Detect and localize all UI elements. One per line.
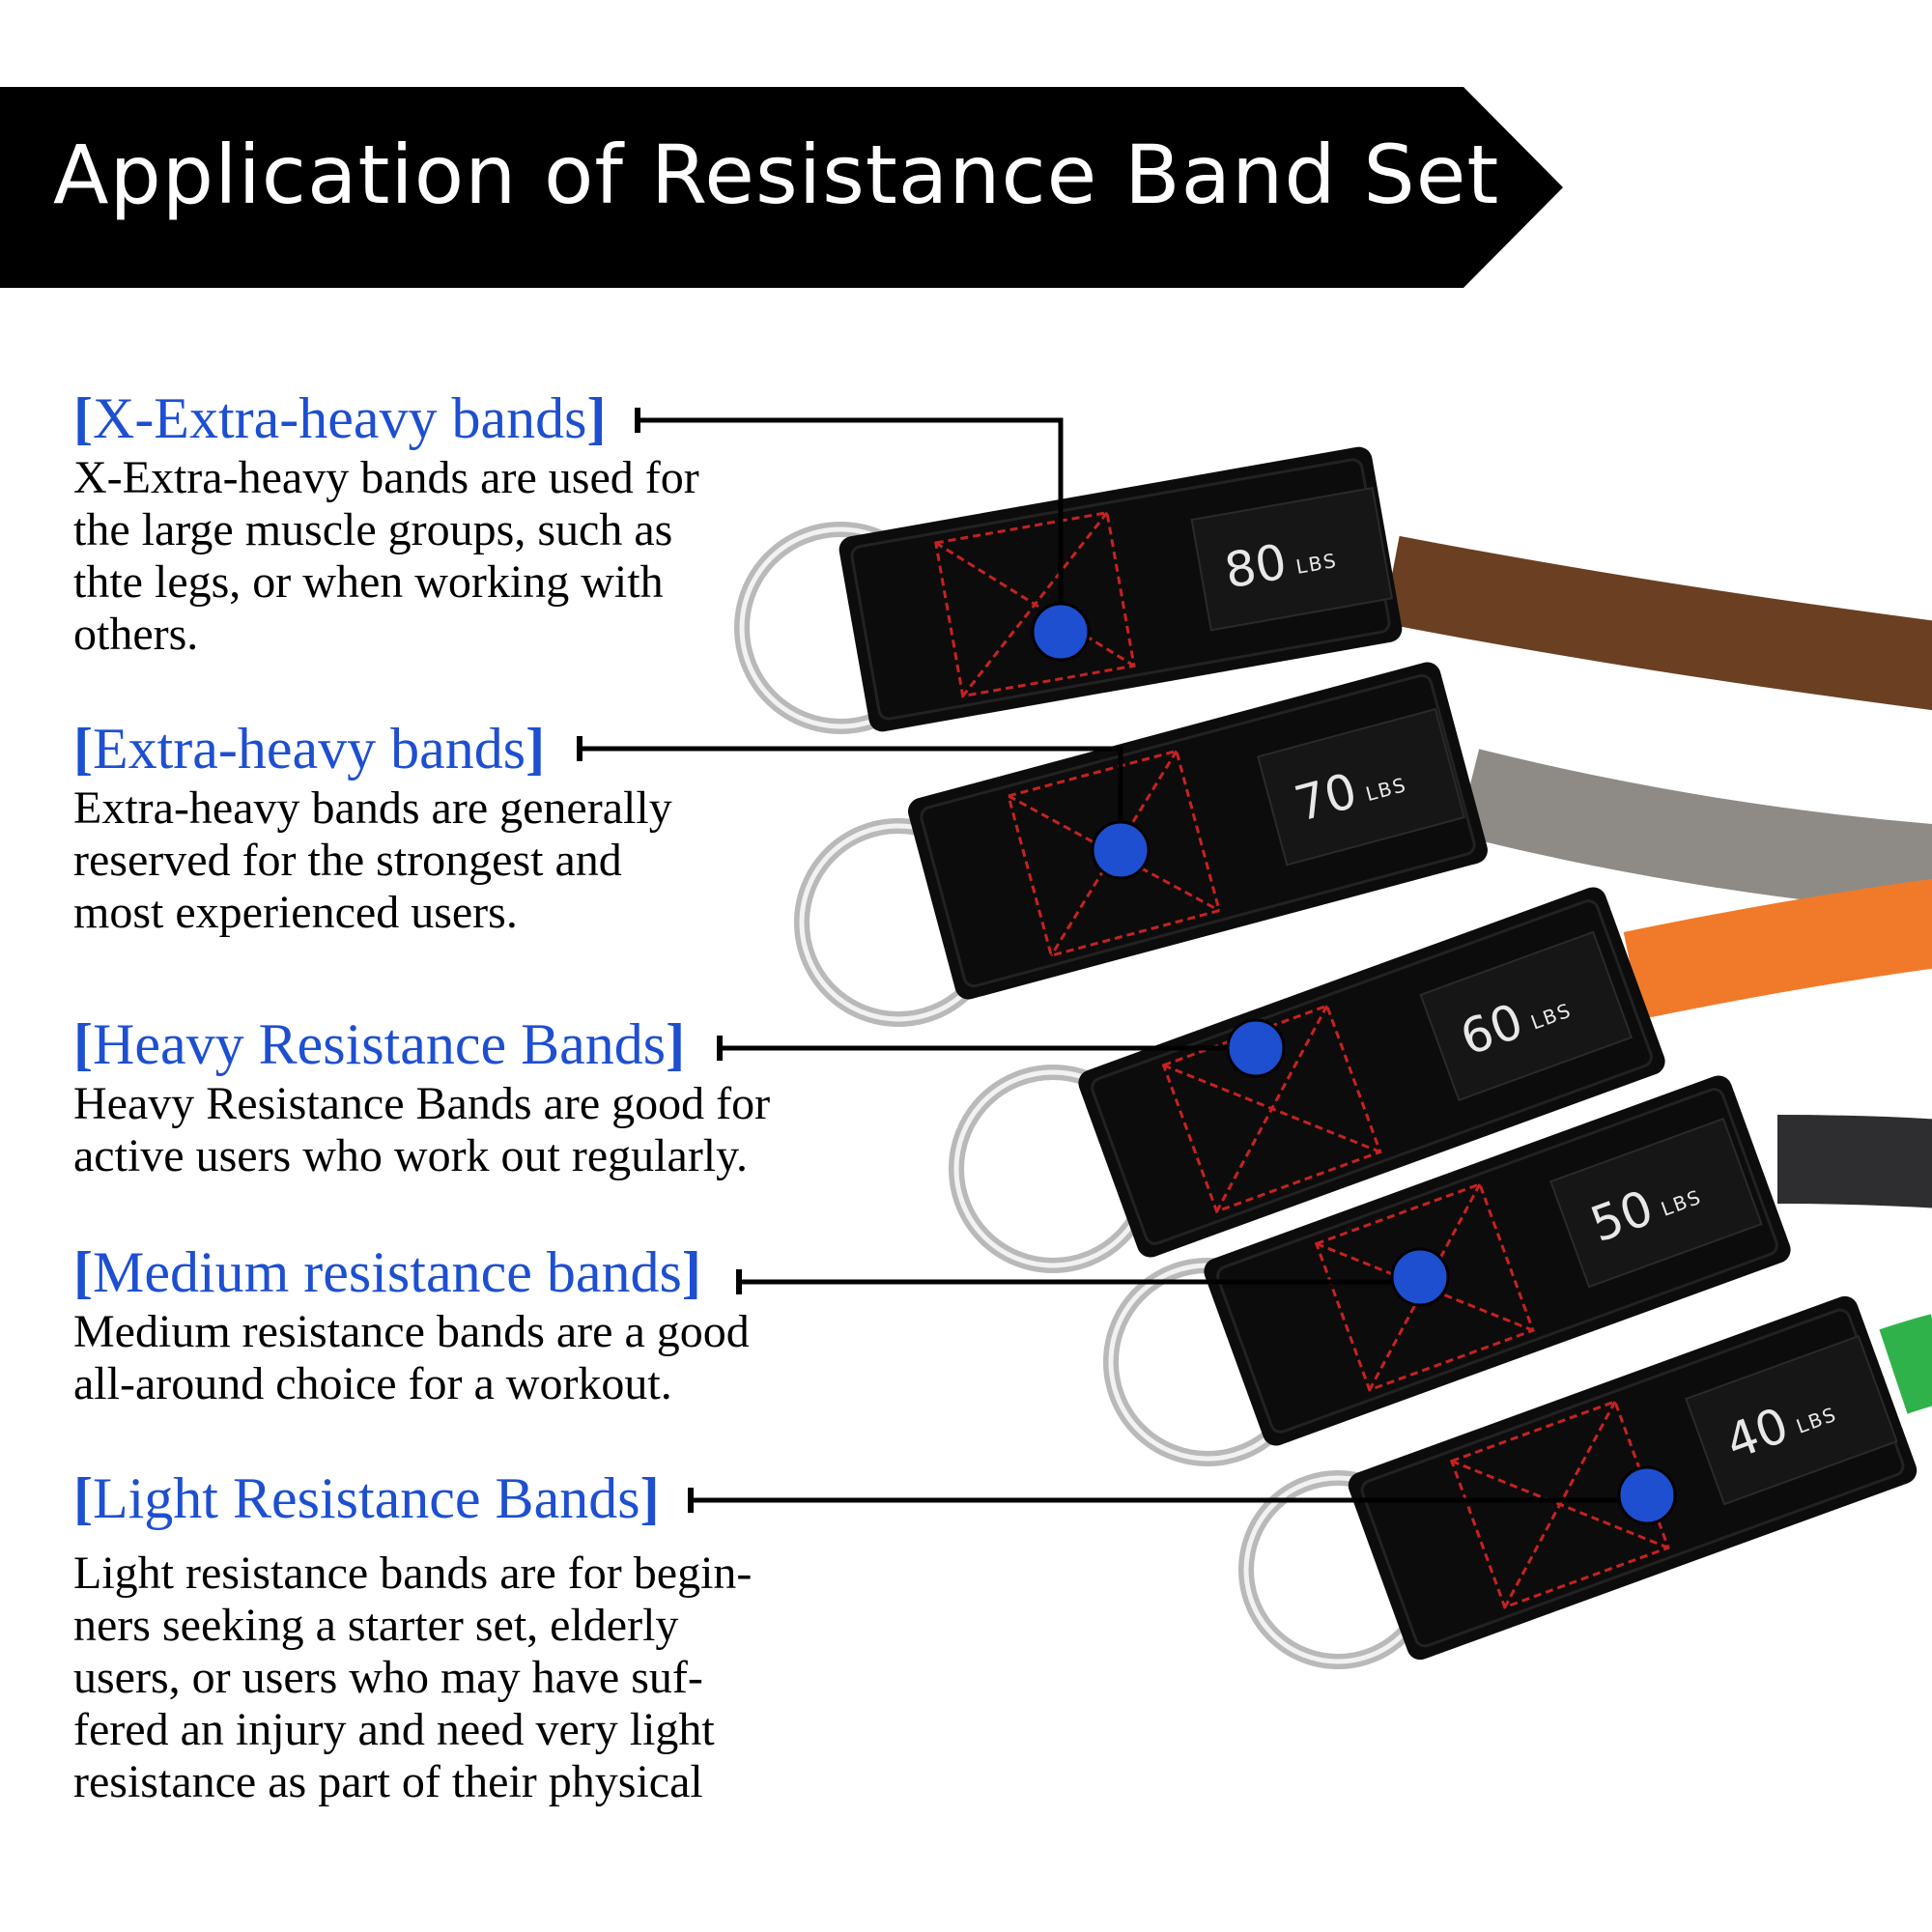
- callout-dot: [1390, 1247, 1450, 1307]
- band-title: [Medium resistance bands]: [73, 1240, 701, 1304]
- stitch-cross: [961, 511, 1109, 697]
- desc-line: fered an injury and need very light: [73, 1704, 715, 1755]
- band-title-text: Heavy Resistance Bands: [92, 1012, 667, 1076]
- stitch-box: [1314, 1182, 1535, 1392]
- stitch-cross: [1215, 1005, 1328, 1212]
- band-item-medium: [Medium resistance bands] Medium resista…: [73, 1238, 750, 1410]
- strap-edge: [920, 673, 1476, 988]
- desc-line: reserved for the strongest and: [73, 835, 622, 886]
- desc-line: others.: [73, 609, 199, 660]
- desc-line: Medium resistance bands are a good: [73, 1306, 750, 1357]
- callout: [635, 408, 1091, 662]
- stitch-box: [934, 510, 1136, 698]
- strap-edge: [1216, 1088, 1778, 1434]
- band-item-extra-heavy: [Extra-heavy bands] Extra-heavy bands ar…: [73, 715, 672, 939]
- band-title: [Heavy Resistance Bands]: [73, 1012, 686, 1076]
- band-tube: [1879, 1314, 1932, 1414]
- band-title: [X-Extra-heavy bands]: [73, 386, 607, 450]
- desc-line: Heavy Resistance Bands are good for: [73, 1078, 771, 1129]
- desc-line: thte legs, or when working with: [73, 556, 664, 608]
- stitch-cross: [1503, 1401, 1617, 1608]
- title-banner: Application of Resistance Band Set: [0, 87, 1565, 288]
- band-tube: [1382, 535, 1932, 711]
- weight-tag: [1419, 930, 1634, 1102]
- weight-tag: [1257, 707, 1466, 867]
- band-title: [Extra-heavy bands]: [73, 717, 546, 781]
- band-description: X-Extra-heavy bands are used for the lar…: [73, 452, 699, 661]
- desc-line: the large muscle groups, such as: [73, 504, 673, 555]
- callout-dot: [1226, 1018, 1286, 1078]
- page-title: Application of Resistance Band Set: [53, 128, 1500, 222]
- weight-tag: [1685, 1334, 1898, 1506]
- desc-line: X-Extra-heavy bands are used for: [73, 452, 699, 503]
- callout-dot: [1617, 1465, 1677, 1525]
- desc-line: active users who work out regularly.: [73, 1130, 749, 1181]
- desc-line: users, or users who may have suf-: [73, 1652, 703, 1703]
- band-item-heavy: [Heavy Resistance Bands] Heavy Resistanc…: [73, 1010, 770, 1182]
- desc-line: Light resistance bands are for begin-: [73, 1548, 753, 1599]
- callout-dot: [1091, 820, 1151, 880]
- callout: [688, 1465, 1677, 1525]
- band-description: Medium resistance bands are a good all-a…: [73, 1306, 750, 1410]
- desc-line: Extra-heavy bands are generally: [73, 782, 672, 834]
- band-item-x-extra-heavy: [X-Extra-heavy bands] X-Extra-heavy band…: [73, 384, 699, 661]
- callout: [736, 1247, 1450, 1307]
- band-title-text: Extra-heavy bands: [92, 717, 526, 781]
- callout: [577, 736, 1151, 880]
- weight-tag: [1549, 1117, 1763, 1289]
- desc-line: ners seeking a starter set, elderly: [73, 1600, 679, 1651]
- band-tube: [1623, 878, 1932, 1020]
- callout-dot: [1031, 602, 1091, 662]
- strap-edge: [1091, 899, 1653, 1245]
- band-title: [Light Resistance Bands]: [73, 1466, 660, 1530]
- desc-line: most experienced users.: [73, 887, 518, 938]
- band-tube: [1457, 749, 1932, 914]
- band-title-text: X-Extra-heavy bands: [92, 386, 587, 450]
- stitch-box: [1007, 749, 1221, 958]
- weight-tag-number: 80: [1220, 533, 1291, 599]
- band-description: Light resistance bands are for begin- ne…: [73, 1548, 752, 1808]
- band-description: Heavy Resistance Bands are good for acti…: [73, 1078, 770, 1182]
- stitch-box: [1161, 1004, 1382, 1213]
- band-title-text: Medium resistance bands: [92, 1240, 682, 1304]
- desc-line: all-around choice for a workout.: [73, 1358, 672, 1409]
- desc-line: resistance as part of their physical: [73, 1756, 703, 1807]
- callout-line: [580, 746, 1123, 850]
- band-item-light: [Light Resistance Bands] Light resistanc…: [73, 1464, 752, 1808]
- band-description: Extra-heavy bands are generally reserved…: [73, 782, 672, 939]
- weight-tag: [1190, 486, 1394, 632]
- band-tube: [1776, 1115, 1932, 1208]
- callout: [717, 1018, 1286, 1078]
- callouts-layer: [577, 408, 1677, 1525]
- band-title-text: Light Resistance Bands: [92, 1466, 640, 1530]
- callout-line: [638, 417, 1064, 632]
